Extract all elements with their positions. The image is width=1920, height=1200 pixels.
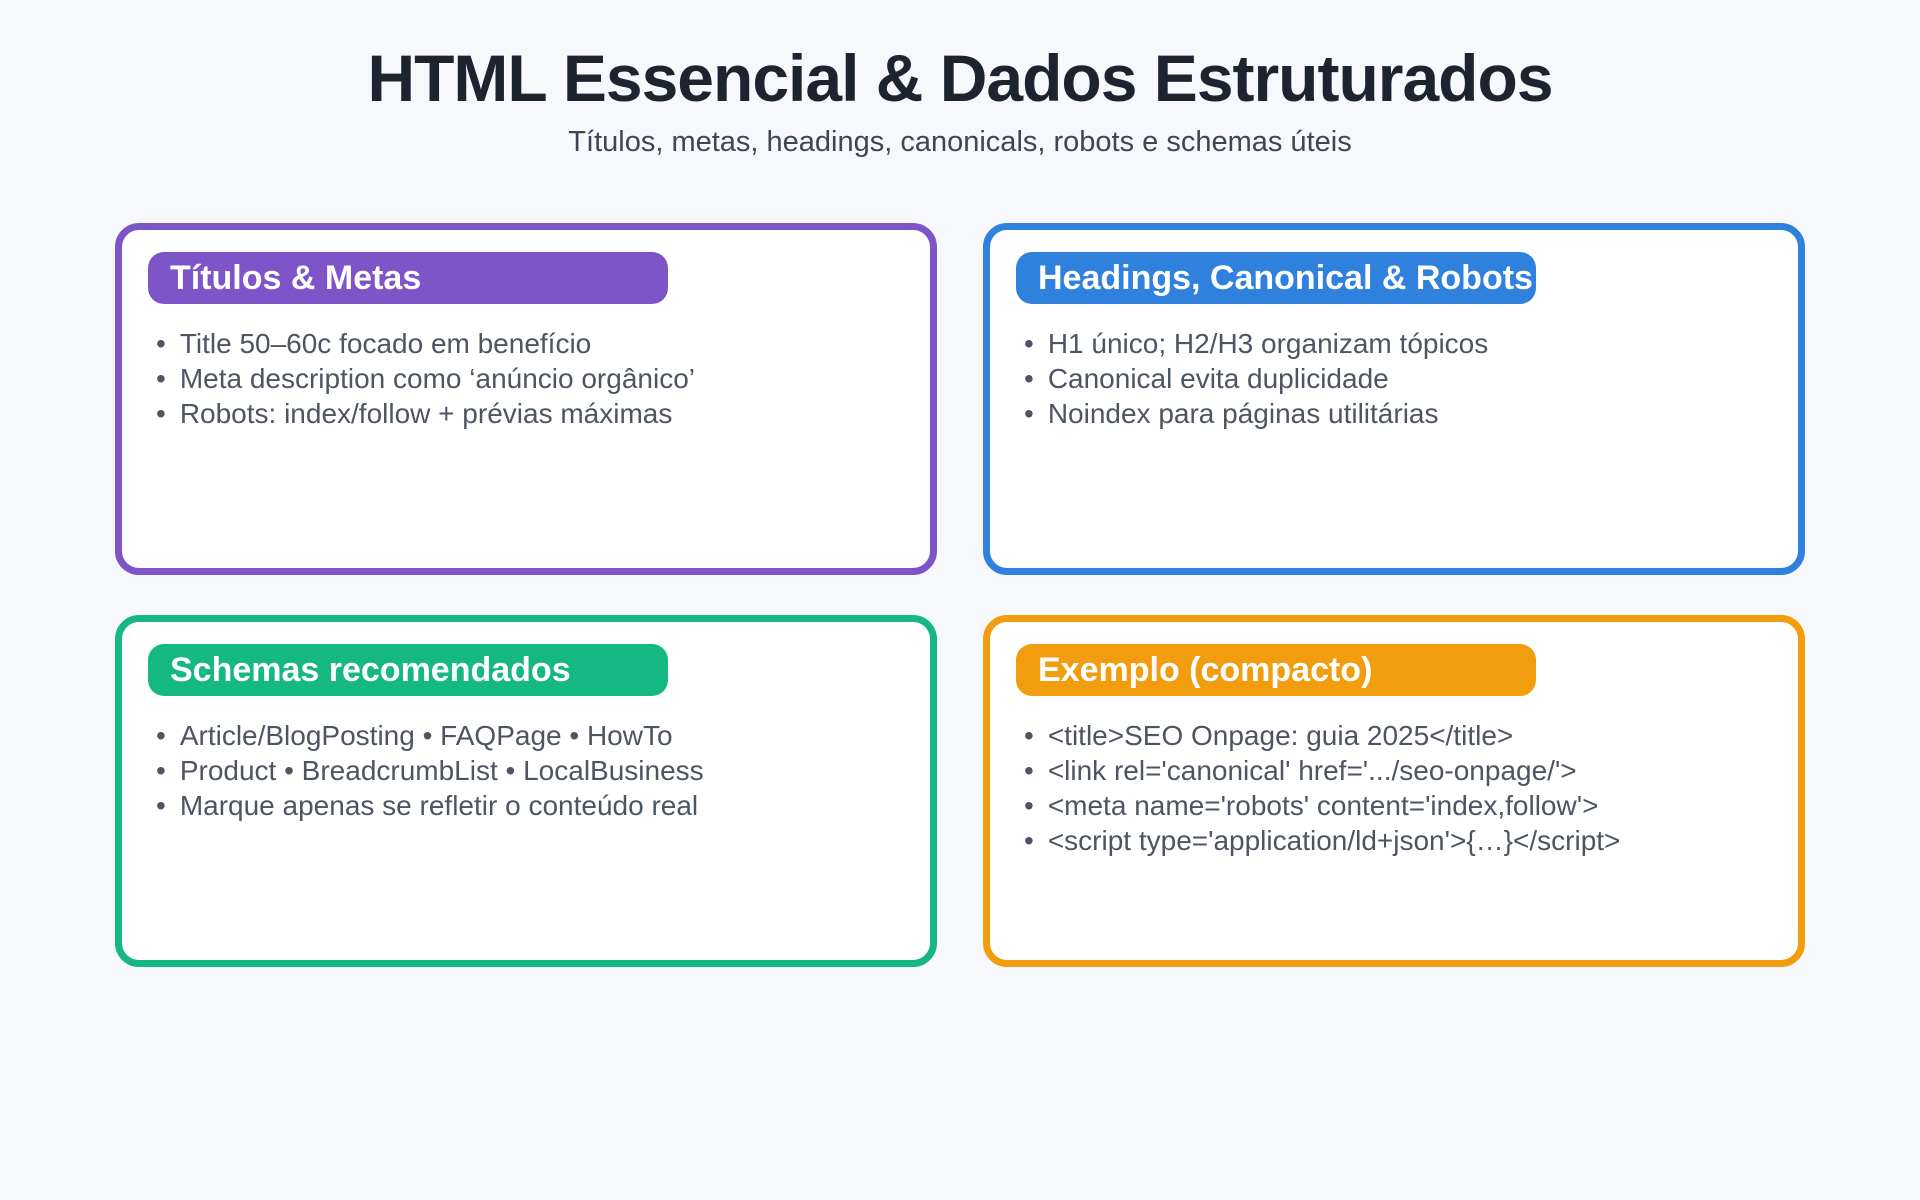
page-header: HTML Essencial & Dados Estruturados Títu… (0, 0, 1920, 159)
card-headings-canonical-robots: Headings, Canonical & Robots H1 único; H… (983, 223, 1805, 575)
card-header-schemas-recomendados: Schemas recomendados (148, 644, 668, 696)
card-header-headings-canonical-robots: Headings, Canonical & Robots (1016, 252, 1536, 304)
bullet-list-titulos-metas: Title 50–60c focado em benefícioMeta des… (148, 326, 904, 431)
card-exemplo-compacto: Exemplo (compacto) <title>SEO Onpage: gu… (983, 615, 1805, 967)
bullet-list-headings-canonical-robots: H1 único; H2/H3 organizam tópicosCanonic… (1016, 326, 1772, 431)
bullet-item: Marque apenas se refletir o conteúdo rea… (156, 788, 904, 823)
bullet-item: <link rel='canonical' href='.../seo-onpa… (1024, 753, 1772, 788)
bullet-item: Canonical evita duplicidade (1024, 361, 1772, 396)
bullet-item: Robots: index/follow + prévias máximas (156, 396, 904, 431)
bullet-list-exemplo-compacto: <title>SEO Onpage: guia 2025</title><lin… (1016, 718, 1772, 858)
bullet-item: Product • BreadcrumbList • LocalBusiness (156, 753, 904, 788)
bullet-item: Noindex para páginas utilitárias (1024, 396, 1772, 431)
bullet-item: <meta name='robots' content='index,follo… (1024, 788, 1772, 823)
card-schemas-recomendados: Schemas recomendados Article/BlogPosting… (115, 615, 937, 967)
bullet-item: <script type='application/ld+json'>{…}</… (1024, 823, 1772, 858)
bullet-item: Article/BlogPosting • FAQPage • HowTo (156, 718, 904, 753)
bullet-item: <title>SEO Onpage: guia 2025</title> (1024, 718, 1772, 753)
bullet-item: H1 único; H2/H3 organizam tópicos (1024, 326, 1772, 361)
card-titulos-metas: Títulos & Metas Title 50–60c focado em b… (115, 223, 937, 575)
page-root: HTML Essencial & Dados Estruturados Títu… (0, 0, 1920, 967)
card-header-titulos-metas: Títulos & Metas (148, 252, 668, 304)
page-subtitle: Títulos, metas, headings, canonicals, ro… (568, 126, 1352, 158)
bullet-list-schemas-recomendados: Article/BlogPosting • FAQPage • HowToPro… (148, 718, 904, 823)
bullet-item: Meta description como ‘anúncio orgânico’ (156, 361, 904, 396)
bullet-item: Title 50–60c focado em benefício (156, 326, 904, 361)
page-title: HTML Essencial & Dados Estruturados (367, 41, 1553, 115)
cards-grid: Títulos & Metas Title 50–60c focado em b… (115, 223, 1805, 967)
card-header-exemplo-compacto: Exemplo (compacto) (1016, 644, 1536, 696)
